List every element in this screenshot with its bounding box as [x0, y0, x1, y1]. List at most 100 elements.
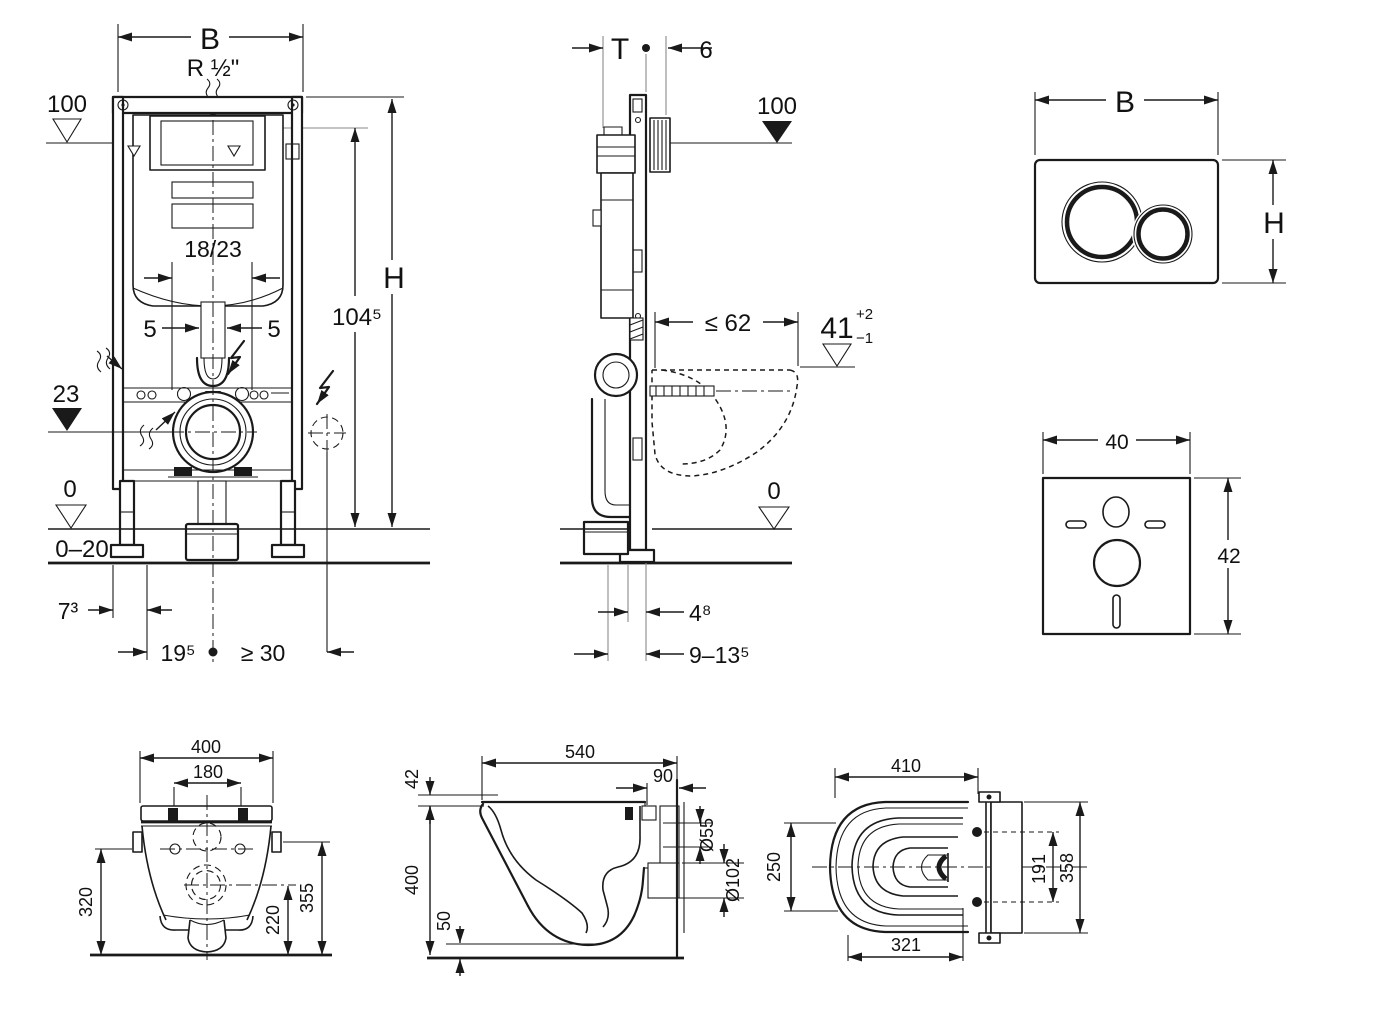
frame-height-label: H [383, 262, 405, 295]
wc-front-view: 400 180 [76, 737, 332, 960]
depth-t-label: T [611, 33, 629, 66]
actuation-height-label: 104⁵ [332, 304, 382, 331]
level-100-label: 100 [47, 91, 87, 118]
plate-gap-label: 6 [699, 37, 712, 64]
wc-top-dimension-inner: 321 [847, 908, 964, 962]
wc-height-left-label: 320 [76, 887, 96, 917]
wc-height-label: 400 [402, 865, 422, 895]
plate-width-label: B [1115, 86, 1135, 119]
seat-height-tol-plus: +2 [856, 306, 873, 323]
side-level-100-label: 100 [757, 93, 797, 120]
pad-height-dimension: 42 [1194, 477, 1250, 635]
edge-offset-label: 7³ [58, 598, 79, 624]
floor-levels: 0 0–20 [48, 476, 430, 565]
frame-structure [111, 95, 304, 491]
pad-width-label: 40 [1105, 431, 1128, 454]
wc-top-dimension-plate: 358 [1024, 801, 1088, 934]
sound-insulation-pad [1041, 476, 1192, 636]
half-flush-button [1133, 204, 1193, 264]
outlet-bend-box [184, 522, 240, 562]
wc-height-right-label: 355 [297, 883, 317, 913]
seat-height-tol-minus: −1 [856, 330, 873, 347]
pad-slot-left [1065, 520, 1087, 529]
wc-top-dimension-width: 250 [764, 822, 838, 912]
frame-width-label: B [200, 23, 220, 56]
wc-front-dimensions-top: 400 180 [139, 737, 274, 808]
pipe-offset-label: 4⁸ [689, 600, 712, 626]
depth-max-dimension: ≤ 62 [654, 307, 799, 368]
wc-bottom-gap-label: 50 [434, 911, 454, 931]
wc-top-depth-label: 410 [891, 756, 921, 776]
frame-depth-dimensions: T 6 [572, 33, 713, 128]
fixing-bolt-bottom [972, 897, 982, 907]
frame-front-dimensions-top: B R ½" [117, 18, 304, 92]
pad-width-dimension: 40 [1042, 426, 1191, 474]
drain-level: 23 [48, 381, 175, 433]
wc-width-label: 400 [191, 737, 221, 757]
wc-hole-span-label: 180 [193, 762, 223, 782]
power-supply-icon [226, 339, 246, 376]
flush-downpipe [197, 480, 227, 532]
wc-outlet-height-label: 220 [263, 905, 283, 935]
frame-bottom-dimensions: 7³ 19⁵ ≥ 30 [58, 565, 354, 666]
frame-level-100: 100 [46, 91, 113, 144]
seat-height-label: 41 [820, 312, 853, 345]
plate-width-dimension: B [1034, 84, 1219, 155]
fixing-bolt-top [972, 827, 982, 837]
clearance-label: ≥ 30 [241, 640, 286, 666]
wall-fixing-block: 100 [649, 93, 797, 173]
depth-max-label: ≤ 62 [705, 310, 752, 337]
frame-legs [109, 469, 306, 562]
frame-height-dimensions: H 104⁵ [306, 96, 407, 527]
side-outlet-box [582, 520, 630, 556]
wc-top-view: 410 250 191 [764, 756, 1090, 962]
power-connection-icon [308, 369, 346, 652]
flush-plate-view: B H [1033, 84, 1290, 285]
wc-depth-label: 540 [565, 742, 595, 762]
mounting-plate [990, 801, 1023, 934]
offset-right-label: 5 [267, 316, 280, 343]
wc-side-dimensions-top: 540 42 90 [402, 742, 706, 824]
odor-vent-icon [139, 411, 176, 450]
wc-top-dimension-bolts: 191 [984, 831, 1059, 903]
floor-range-label: 0–20 [55, 536, 108, 563]
wc-top-dimension-depth: 410 [834, 756, 979, 798]
seat-height-dimension: 41 +2 −1 [800, 306, 873, 368]
offset-left-label: 5 [143, 316, 156, 343]
fixing-rail [123, 386, 292, 403]
side-floor-levels: 0 [560, 478, 792, 565]
supply-thread-label: R ½" [187, 55, 240, 82]
wc-top-depth-label: 90 [653, 766, 673, 786]
pad-slot-right [1144, 520, 1166, 529]
wc-plate-height-label: 358 [1057, 853, 1077, 883]
wc-side-view: 540 42 90 [402, 742, 744, 976]
odor-extraction-icon [96, 347, 123, 373]
wc-side-dimensions-left: 400 50 [402, 806, 684, 976]
fixing-rod [649, 385, 715, 397]
cistern-inspection-box [149, 115, 266, 171]
wc-top-body [812, 791, 1090, 944]
frame-front-view: B R ½" 100 [46, 18, 430, 666]
drain-level-label: 23 [53, 381, 80, 408]
floor-zero-label: 0 [63, 476, 76, 503]
wc-front-dimensions-side: 320 220 355 [76, 841, 332, 957]
outlet-range-label: 9–13⁵ [689, 642, 750, 668]
pad-top-hole [1102, 496, 1130, 528]
wc-side-dimensions-right: Ø55 Ø102 [648, 806, 744, 917]
frame-side-view: T 6 100 [560, 33, 873, 668]
wc-dashed-outline [649, 369, 799, 477]
wc-front-body [132, 795, 296, 960]
wc-front-width-label: 250 [764, 852, 784, 882]
cistern-profile [582, 126, 644, 556]
rail-span-dimension: 18/23 [144, 236, 280, 390]
pad-outlet-hole [1092, 538, 1142, 588]
plate-height-dimension: H [1222, 159, 1290, 284]
side-bottom-dimensions: 4⁸ 9–13⁵ [574, 563, 750, 668]
drain-offset-label: 19⁵ [160, 640, 195, 666]
pad-height-label: 42 [1217, 545, 1240, 568]
plate-height-label: H [1263, 207, 1285, 240]
wc-bolt-span-label: 191 [1029, 854, 1049, 884]
pad-slot-bottom [1112, 594, 1121, 629]
